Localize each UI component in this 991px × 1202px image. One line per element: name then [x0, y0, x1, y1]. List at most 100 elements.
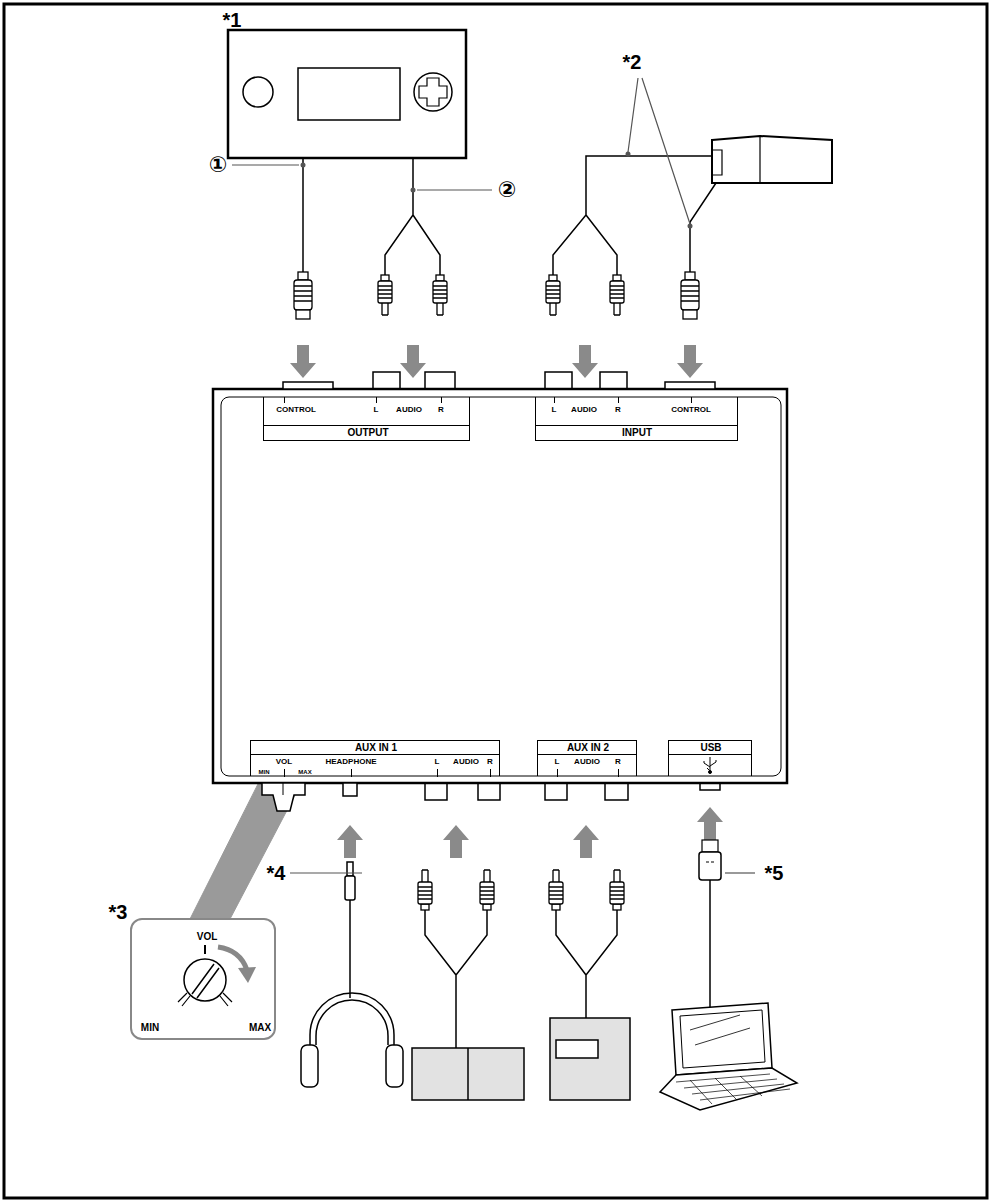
terminal-label: HEADPHONE	[325, 758, 376, 766]
terminal-label: MIN	[259, 769, 270, 775]
usb-panel: USB	[668, 740, 752, 776]
laptop	[702, 840, 718, 852]
section-title: INPUT	[622, 428, 652, 438]
section-title: USB	[700, 743, 721, 753]
callout-number: *5	[765, 863, 784, 883]
aux2-device	[549, 870, 630, 1100]
head-unit	[298, 68, 400, 120]
divider-line	[251, 754, 499, 755]
headphones	[310, 993, 394, 1045]
aux1-device	[480, 870, 494, 910]
frame	[4, 4, 987, 1198]
terminal-label: AUDIO	[396, 406, 422, 414]
main-unit	[343, 783, 357, 796]
laptop	[725, 872, 755, 873]
headphones	[347, 862, 353, 876]
aux1-device	[412, 870, 524, 1100]
laptop	[676, 1074, 790, 1104]
laptop	[660, 1068, 797, 1110]
insert-arrows	[290, 345, 316, 378]
aux2-device	[610, 870, 624, 910]
headphones	[349, 900, 351, 998]
volume-inset: VOLMINMAX	[130, 918, 276, 1040]
divider-line	[538, 754, 636, 755]
terminal-label: L	[555, 758, 560, 766]
callout-number: *2	[623, 52, 642, 72]
volume-knob	[262, 783, 305, 811]
output-cables	[433, 275, 447, 315]
insert-arrows	[572, 345, 598, 378]
terminal-label: R	[615, 406, 621, 414]
divider-line	[264, 425, 469, 426]
section-title: OUTPUT	[347, 428, 388, 438]
terminal-label: L	[552, 406, 557, 414]
terminal-label: CONTROL	[671, 406, 711, 414]
headphones	[290, 872, 362, 873]
main-unit	[221, 397, 781, 776]
callout-number: ①	[209, 154, 228, 176]
headphones	[301, 1045, 318, 1087]
output-cables	[294, 272, 312, 319]
terminal-label: VOL	[197, 932, 218, 942]
callout-number: *1	[223, 10, 242, 30]
volume-knob	[262, 783, 305, 811]
cd-changer	[681, 272, 699, 319]
volume-knob	[283, 783, 284, 795]
headphones	[316, 1000, 388, 1045]
section-title: AUX IN 2	[567, 743, 609, 753]
terminal-label: VOL	[276, 758, 292, 766]
cd-changer	[712, 136, 760, 183]
cd-changer	[553, 156, 712, 275]
terminal-tick	[441, 397, 442, 403]
head-unit	[243, 77, 273, 107]
output-cables	[378, 275, 392, 315]
head-unit	[414, 73, 452, 111]
terminal-tick	[557, 769, 558, 777]
cd-changer	[688, 224, 693, 229]
laptop	[672, 1003, 772, 1075]
output-cables	[411, 188, 416, 193]
main-unit	[213, 372, 787, 800]
cd-changer	[628, 78, 690, 224]
headphones	[386, 1045, 403, 1087]
terminal-label: CONTROL	[276, 406, 316, 414]
insert-arrows	[400, 345, 426, 378]
laptop	[660, 840, 797, 1110]
output-cables	[232, 158, 492, 319]
main-unit	[283, 382, 333, 389]
main-unit	[373, 372, 455, 389]
head-unit	[228, 30, 466, 158]
terminal-tick	[437, 769, 438, 777]
terminal-tick	[376, 397, 377, 403]
terminal-label: R	[438, 406, 444, 414]
terminal-label: L	[374, 406, 379, 414]
aux2-device	[556, 910, 617, 1018]
insert-arrows	[443, 825, 469, 858]
output-panel: CONTROL L AUDIO R OUTPUT	[263, 397, 470, 441]
cd-changer	[610, 275, 624, 315]
input-panel: L AUDIO R CONTROL INPUT	[535, 397, 738, 441]
headphones	[290, 862, 403, 1087]
cd-changer	[546, 78, 832, 319]
insert-arrows	[337, 825, 363, 858]
terminal-label: R	[615, 758, 621, 766]
terminal-label: MAX	[298, 769, 311, 775]
output-cables	[301, 163, 306, 168]
terminal-tick	[284, 397, 285, 403]
callout-number: *4	[267, 863, 286, 883]
laptop	[699, 852, 721, 880]
laptop	[680, 1010, 765, 1068]
terminal-tick	[554, 397, 555, 403]
main-unit	[700, 783, 720, 790]
aux2-device	[550, 1018, 630, 1100]
cd-changer	[690, 183, 716, 272]
terminal-label: AUDIO	[453, 758, 479, 766]
terminal-tick	[490, 769, 491, 777]
output-cables	[302, 158, 304, 272]
terminal-label: AUDIO	[571, 406, 597, 414]
output-cables	[232, 165, 492, 190]
main-unit	[545, 372, 627, 389]
laptop	[706, 862, 714, 863]
head-unit	[228, 30, 466, 158]
cd-changer	[712, 136, 832, 183]
